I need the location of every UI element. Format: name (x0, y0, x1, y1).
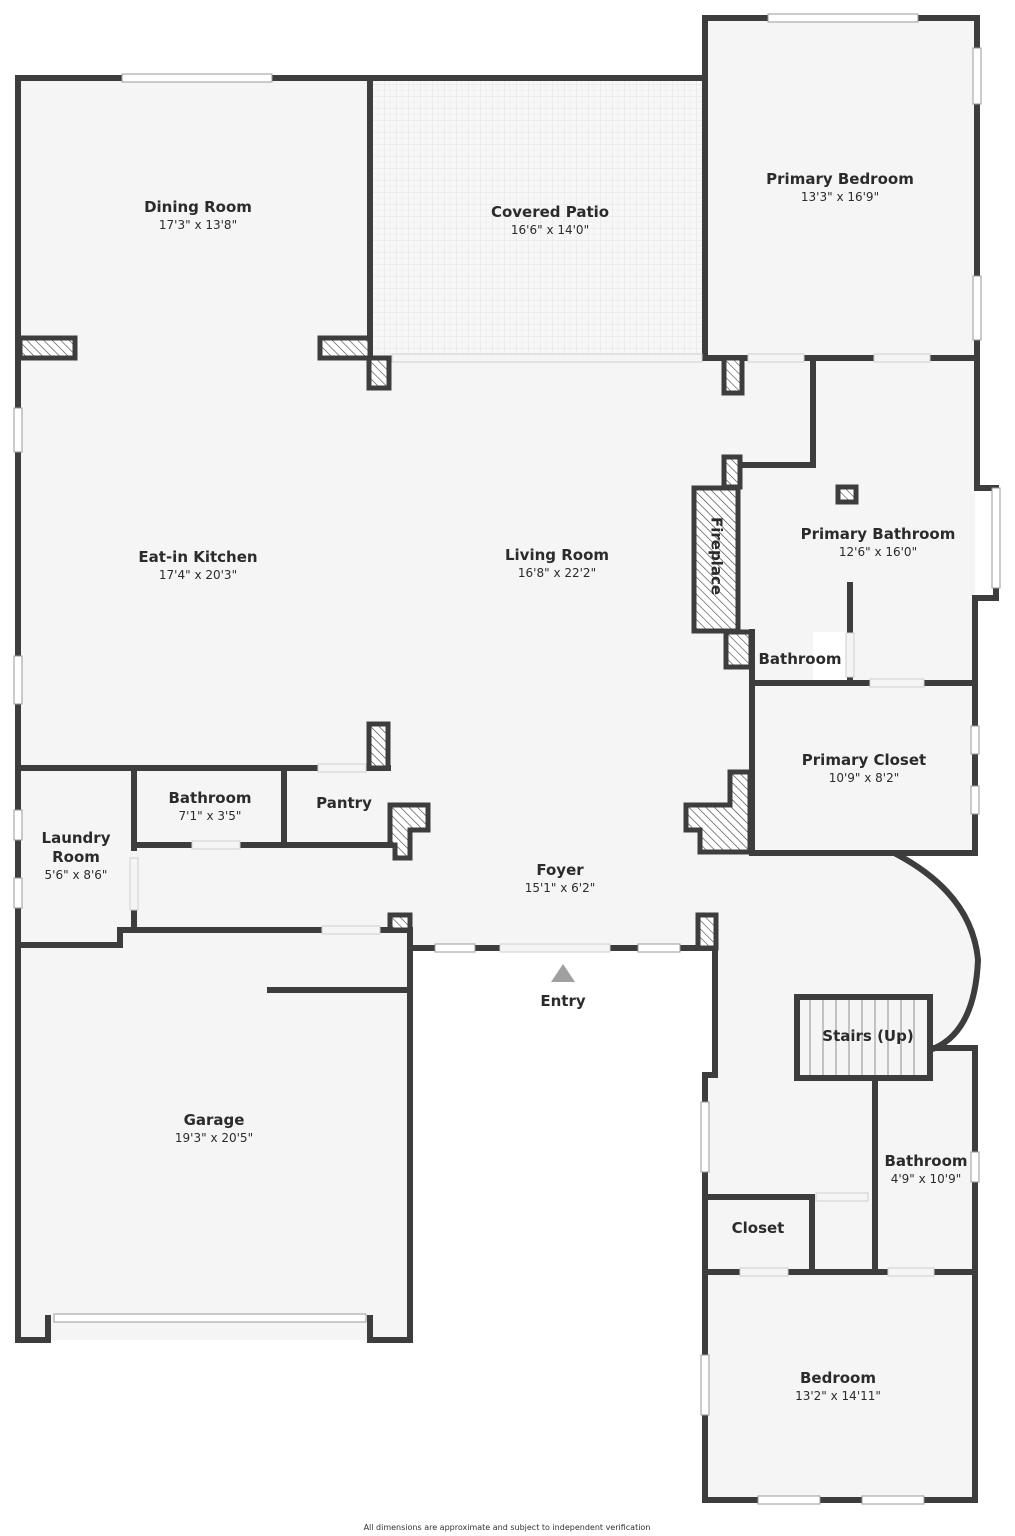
covered-patio-name: Covered Patio (491, 203, 609, 221)
primary-closet-dim: 10'9" x 8'2" (829, 771, 900, 785)
primary-closet-name: Primary Closet (802, 751, 926, 769)
entry-label: Entry (540, 992, 585, 1010)
bedroom-name: Bedroom (800, 1369, 876, 1387)
stair-treads (809, 1000, 915, 1075)
living-room-name: Living Room (505, 546, 609, 564)
garage-name: Garage (184, 1111, 245, 1129)
bedroom-dim: 13'2" x 14'11" (795, 1389, 881, 1403)
door-openings (129, 353, 935, 1277)
dining-room-name: Dining Room (144, 198, 252, 216)
foyer-dim: 15'1" x 6'2" (525, 881, 596, 895)
laundry-room-name-line1: Laundry (42, 829, 111, 847)
bathroom-right-name: Bathroom (884, 1152, 967, 1170)
footer-note: All dimensions are approximate and subje… (364, 1523, 651, 1532)
laundry-room-dim: 5'6" x 8'6" (45, 868, 108, 882)
bathroom-right-dim: 4'9" x 10'9" (891, 1172, 962, 1186)
eat-in-kitchen-dim: 17'4" x 20'3" (159, 568, 237, 582)
windows (13, 13, 1001, 1505)
room-labels: Dining Room 17'3" x 13'8" Covered Patio … (42, 170, 968, 1532)
garage-dim: 19'3" x 20'5" (175, 1131, 253, 1145)
living-room-dim: 16'8" x 22'2" (518, 566, 596, 580)
foyer-name: Foyer (536, 861, 584, 879)
stairs-label: Stairs (Up) (822, 1027, 913, 1045)
floor-fill (18, 18, 978, 1500)
primary-bedroom-name: Primary Bedroom (766, 170, 914, 188)
half-bath-dim: 7'1" x 3'5" (179, 809, 242, 823)
primary-bedroom-dim: 13'3" x 16'9" (801, 190, 879, 204)
half-bath-name: Bathroom (168, 789, 251, 807)
fireplace-label: Fireplace (708, 517, 726, 595)
eat-in-kitchen-name: Eat-in Kitchen (138, 548, 257, 566)
pantry-name: Pantry (316, 794, 372, 812)
bathroom-small-name: Bathroom (758, 650, 841, 668)
laundry-room-name-line2: Room (52, 848, 100, 866)
columns (17, 335, 859, 951)
primary-bathroom-dim: 12'6" x 16'0" (839, 545, 917, 559)
closet-name: Closet (732, 1219, 785, 1237)
primary-bathroom-name: Primary Bathroom (801, 525, 956, 543)
dining-room-dim: 17'3" x 13'8" (159, 218, 237, 232)
fireplace-hatch (691, 485, 741, 634)
entry-arrow-icon (551, 964, 575, 982)
covered-patio-dim: 16'6" x 14'0" (511, 223, 589, 237)
